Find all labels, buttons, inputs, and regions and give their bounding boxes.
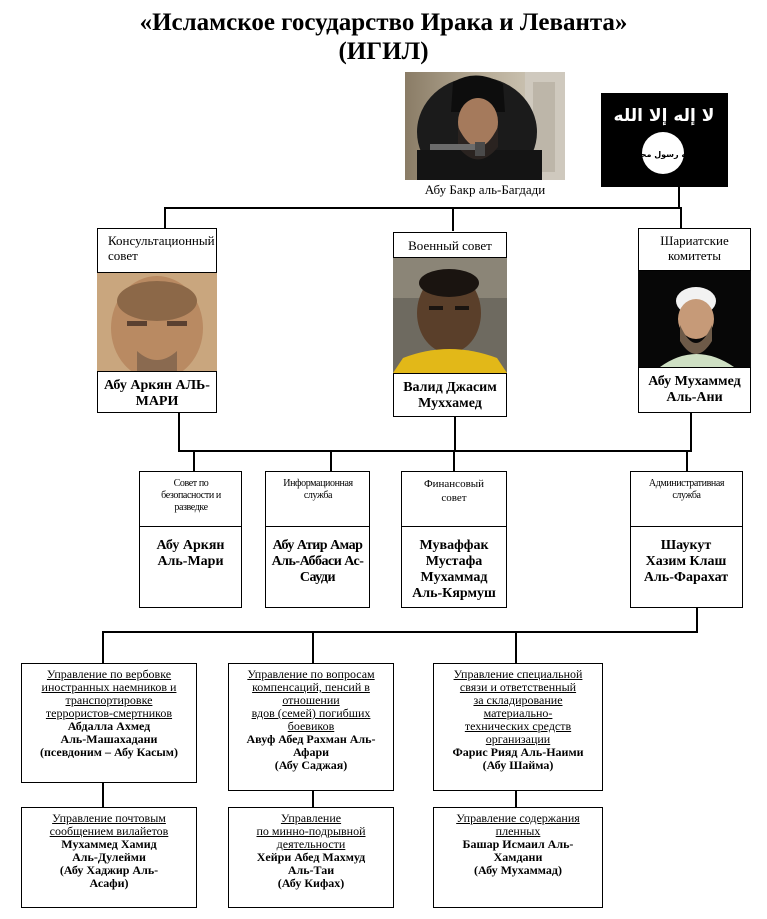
dept-title: Управление по минно-подрывной деятельнос… — [256, 811, 366, 851]
dept-compensation: Управление по вопросам компенсаций, пенс… — [228, 663, 394, 791]
chart-title-line-1: «Исламское государство Ирака и Леванта» — [139, 9, 628, 36]
council-consultative-photo — [97, 273, 217, 371]
service-head-name: Абу Аркян Аль-Мари — [156, 538, 225, 569]
service-information-box: Информационная служба Абу Атир Амар Аль-… — [265, 471, 370, 608]
council-title: Военный совет — [408, 238, 492, 253]
dept-head-name: Авуф Абед Рахман Аль- Афари (Абу Саджая) — [246, 732, 376, 772]
service-title: Административная служба — [648, 478, 725, 501]
dept-demolition: Управление по минно-подрывной деятельнос… — [228, 807, 394, 908]
council-leader-name: Абу Аркян АЛЬ-МАРИ — [104, 378, 210, 409]
council-consultative-name-box: Абу Аркян АЛЬ-МАРИ — [97, 371, 217, 413]
dept-title: Управление по вопросам компенсаций, пенс… — [247, 667, 375, 733]
council-sharia-name-box: Абу Мухаммед Аль-Ани — [638, 367, 751, 413]
dept-postal: Управление почтовым сообщением вилайетов… — [21, 807, 197, 908]
council-sharia-photo — [638, 271, 751, 367]
dept-title: Управление почтовым сообщением вилайетов — [49, 811, 169, 838]
leader-photo — [405, 72, 565, 180]
dept-prisoners: Управление содержания пленных Башар Исма… — [433, 807, 603, 908]
service-title: Совет по безопасности и разведке — [161, 478, 221, 513]
dept-title: Управление содержания пленных — [456, 811, 580, 838]
flag-seal-text: الله رسول محمد — [631, 150, 696, 159]
service-finance-box: Финансовый совет Муваффак Мустафа Мухамм… — [401, 471, 507, 608]
service-title: Финансовый совет — [423, 478, 485, 504]
council-sharia-title-box: Шариатские комитеты — [638, 228, 751, 271]
dept-head-name: Башар Исмаил Аль- Хамдани (Абу Мухаммад) — [462, 837, 574, 877]
council-leader-name: Валид Джасим Мухxамед — [403, 380, 497, 411]
dept-head-name: Фарис Рияд Аль-Наими (Абу Шайма) — [452, 745, 584, 772]
leader-name: Абу Бакр аль-Багдади — [424, 182, 546, 197]
council-military-name-box: Валид Джасим Мухxамед — [393, 373, 507, 417]
council-military-photo — [393, 258, 507, 373]
service-title: Информационная служба — [283, 478, 353, 501]
isis-flag: لا إله إلا الله الله رسول محمد — [601, 93, 728, 187]
council-military-title-box: Военный совет — [393, 232, 507, 258]
service-admin-box: Административная служба Шаукут Хазим Кла… — [630, 471, 743, 608]
service-head-name: Абу Атир Амар Аль-Аббаси Ас-Сауди — [271, 538, 364, 585]
dept-special-comms: Управление специальной связи и ответстве… — [433, 663, 603, 791]
dept-title: Управление специальной связи и ответстве… — [453, 667, 583, 746]
dept-recruitment: Управление по вербовке иностранных наемн… — [21, 663, 197, 783]
service-security-box: Совет по безопасности и разведке Абу Арк… — [139, 471, 242, 608]
dept-head-name: Хейри Абед Махмуд Аль-Таи (Абу Кифах) — [256, 850, 366, 890]
dept-head-name: Мухаммед Хамид Аль-Дулейми (Абу Хаджир А… — [59, 837, 159, 890]
council-title: Шариатские комитеты — [660, 233, 729, 263]
council-leader-name: Абу Мухаммед Аль-Ани — [648, 374, 741, 405]
service-head-name: Муваффак Мустафа Мухаммад Аль-Кярмуш — [412, 538, 496, 601]
chart-title-line-2: (ИГИЛ) — [338, 38, 429, 65]
flag-top-text: لا إله إلا الله — [614, 106, 715, 126]
dept-head-name: Абдалла Ахмед Аль-Машахадани (псевдоним … — [40, 719, 178, 759]
council-title: Консультационный совет — [108, 233, 215, 263]
service-head-name: Шаукут Хазим Клаш Аль-Фарахат — [643, 538, 729, 585]
council-consultative-title-box: Консультационный совет — [97, 228, 217, 273]
dept-title: Управление по вербовке иностранных наемн… — [41, 667, 177, 720]
